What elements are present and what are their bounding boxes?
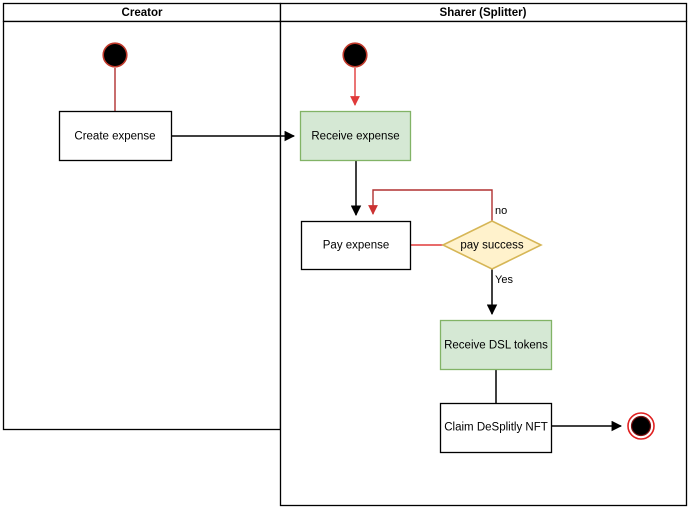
start-node-sharer bbox=[342, 42, 368, 68]
node-pay-success-label: pay success bbox=[460, 240, 524, 252]
lane-title-sharer: Sharer (Splitter) bbox=[440, 7, 527, 19]
start-node-creator-fill bbox=[104, 44, 126, 66]
node-receive-expense-shape[interactable] bbox=[299, 110, 412, 162]
node-pay-success-decision[interactable]: pay success bbox=[441, 220, 543, 270]
start-node-creator bbox=[102, 42, 128, 68]
node-receive-dsl-tokens-label: Receive DSL tokens bbox=[444, 340, 548, 352]
node-pay-expense-shape[interactable] bbox=[300, 220, 412, 271]
node-receive-expense-label: Receive expense bbox=[311, 131, 399, 143]
node-receive-dsl-tokens[interactable]: Receive DSL tokens bbox=[439, 319, 553, 371]
end-node-inner-fill bbox=[630, 415, 652, 437]
start-node-sharer-fill bbox=[344, 44, 366, 66]
node-pay-expense-label: Pay expense bbox=[323, 240, 390, 252]
edge-label-no: no bbox=[495, 205, 507, 217]
lane-title-creator: Creator bbox=[122, 7, 163, 19]
node-create-expense-label: Create expense bbox=[74, 131, 155, 143]
node-claim-desplitly-nft-label: Claim DeSplitly NFT bbox=[444, 422, 548, 434]
node-create-expense[interactable]: Create expense bbox=[58, 110, 173, 162]
start-node-creator-ring bbox=[102, 42, 128, 68]
edge-pay-success-no-loopback bbox=[368, 189, 493, 221]
lane-body-creator bbox=[2, 20, 282, 431]
node-receive-expense[interactable]: Receive expense bbox=[299, 110, 412, 162]
node-claim-desplitly-nft[interactable]: Claim DeSplitly NFT bbox=[439, 402, 553, 454]
node-pay-success-shape[interactable] bbox=[441, 220, 543, 270]
node-claim-desplitly-nft-shape[interactable] bbox=[439, 402, 553, 454]
swimlane-creator: Creator bbox=[2, 2, 282, 431]
end-node-sharer bbox=[627, 412, 655, 440]
start-node-sharer-ring bbox=[342, 42, 368, 68]
node-create-expense-shape[interactable] bbox=[58, 110, 173, 162]
node-receive-dsl-tokens-shape[interactable] bbox=[439, 319, 553, 371]
edge-label-yes: Yes bbox=[495, 274, 513, 286]
node-pay-expense[interactable]: Pay expense bbox=[300, 220, 412, 271]
